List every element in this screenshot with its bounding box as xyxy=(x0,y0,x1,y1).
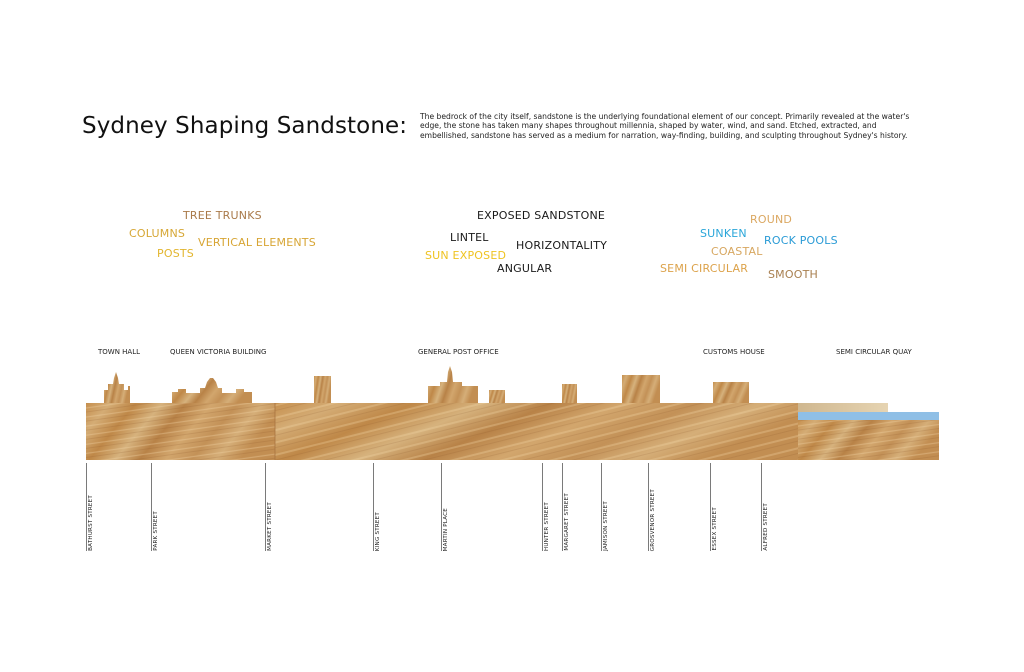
street-marker-jamison: JAMISON STREET xyxy=(601,463,609,551)
tower-block-silhouette xyxy=(314,376,331,403)
building-label-qvb: QUEEN VICTORIA BUILDING xyxy=(170,348,267,356)
quay-water xyxy=(798,412,939,420)
keyword-columns: COLUMNS xyxy=(129,227,186,240)
street-marker-king: KING STREET xyxy=(373,463,381,551)
town-hall-silhouette xyxy=(104,372,130,403)
keyword-tree-trunks: TREE TRUNKS xyxy=(183,209,262,222)
street-marker-park: PARK STREET xyxy=(151,463,159,551)
street-marker-market: MARKET STREET xyxy=(265,463,273,551)
keyword-semi-circular: SEMI CIRCULAR xyxy=(660,262,749,275)
customs-house-silhouette xyxy=(713,382,749,403)
keyword-vertical-elements: VERTICAL ELEMENTS xyxy=(198,236,316,249)
quay-sandstone xyxy=(798,420,939,460)
building-silhouette-grosvenor xyxy=(622,375,660,403)
street-marker-essex: ESSEX STREET xyxy=(710,463,718,551)
keyword-rock-pools: ROCK POOLS xyxy=(764,234,838,247)
building-label-circular-quay: SEMI CIRCULAR QUAY xyxy=(836,348,912,356)
keyword-posts: POSTS xyxy=(157,247,194,260)
keyword-horizontality: HORIZONTALITY xyxy=(516,239,608,252)
street-marker-martin-place: MARTIN PLACE xyxy=(441,463,449,551)
keyword-lintel: LINTEL xyxy=(450,231,489,244)
keyword-coastal: COASTAL xyxy=(711,245,763,258)
building-silhouette-hunter xyxy=(562,384,577,403)
street-marker-grosvenor: GROSVENOR STREET xyxy=(648,463,656,551)
keyword-sunken: SUNKEN xyxy=(700,227,747,240)
building-label-customs-house: CUSTOMS HOUSE xyxy=(703,348,765,356)
keyword-exposed-sandstone: EXPOSED SANDSTONE xyxy=(477,209,606,222)
keyword-smooth: SMOOTH xyxy=(768,268,818,281)
quay-pale-stone xyxy=(798,403,888,413)
keyword-sun-exposed: SUN EXPOSED xyxy=(425,249,507,262)
street-marker-alfred: ALFRED STREET xyxy=(761,463,769,551)
page-title: Sydney Shaping Sandstone: xyxy=(82,113,408,139)
sandstone-band-middle xyxy=(275,403,798,460)
street-marker-hunter: HUNTER STREET xyxy=(542,463,550,551)
keyword-angular: ANGULAR xyxy=(497,262,553,275)
keyword-round: ROUND xyxy=(750,213,793,226)
intro-paragraph: The bedrock of the city itself, sandston… xyxy=(420,112,910,140)
qvb-silhouette xyxy=(172,378,252,403)
sandstone-band-left xyxy=(86,403,275,460)
street-marker-margaret: MARGARET STREET xyxy=(562,463,570,551)
gpo-silhouette xyxy=(428,366,505,403)
building-label-gpo: GENERAL POST OFFICE xyxy=(418,348,499,356)
street-marker-bathurst: BATHURST STREET xyxy=(86,463,94,551)
building-label-town-hall: TOWN HALL xyxy=(98,348,141,356)
